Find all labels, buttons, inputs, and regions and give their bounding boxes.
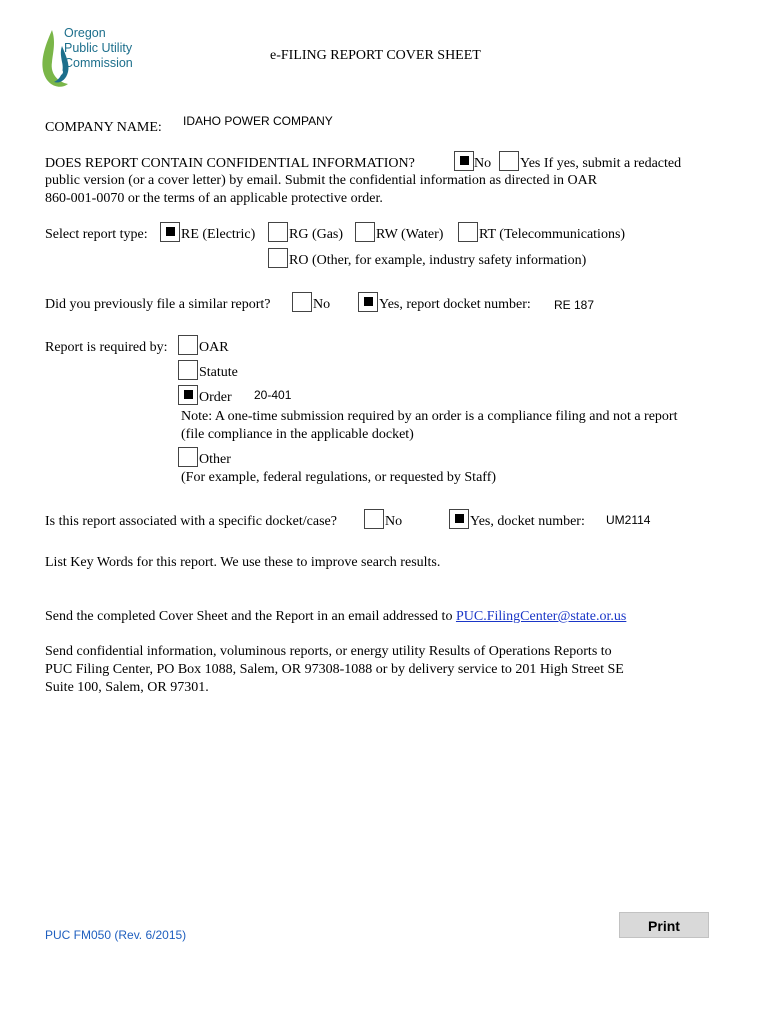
- required-order-note-line-2: (file compliance in the applicable docke…: [181, 427, 414, 442]
- company-name-label: COMPANY NAME:: [45, 120, 162, 135]
- confidential-instructions-line-2: public version (or a cover letter) by em…: [45, 173, 598, 188]
- confidential-no-checkbox[interactable]: [454, 151, 474, 171]
- required-other-note: (For example, federal regulations, or re…: [181, 470, 497, 485]
- send-instructions-text: Send the completed Cover Sheet and the R…: [45, 609, 453, 624]
- confidential-mail-line-1: Send confidential information, voluminou…: [45, 644, 612, 659]
- report-type-rg-label: RG (Gas): [289, 227, 344, 242]
- logo-line-2: Public Utility: [64, 41, 133, 55]
- associated-docket-field[interactable]: UM2114: [606, 513, 651, 527]
- associated-no-checkbox[interactable]: [364, 509, 384, 529]
- confidential-mail-line-3: Suite 100, Salem, OR 97301.: [45, 680, 209, 695]
- required-order-checkbox[interactable]: [178, 385, 198, 405]
- confidential-yes-checkbox[interactable]: [499, 151, 519, 171]
- puc-logo: Oregon Public Utility Commission: [40, 26, 160, 92]
- send-instructions: Send the completed Cover Sheet and the R…: [45, 609, 626, 625]
- required-statute-label: Statute: [199, 365, 238, 380]
- associated-yes-label: Yes, docket number:: [470, 514, 585, 529]
- required-other-label: Other: [199, 452, 231, 467]
- logo-line-1: Oregon: [64, 26, 106, 40]
- report-type-label: Select report type:: [45, 227, 148, 242]
- previous-report-question: Did you previously file a similar report…: [45, 297, 271, 312]
- report-type-ro-label: RO (Other, for example, industry safety …: [289, 253, 587, 268]
- required-statute-checkbox[interactable]: [178, 360, 198, 380]
- report-type-re-checkbox[interactable]: [160, 222, 180, 242]
- water-drop-icon: [42, 30, 69, 87]
- associated-no-label: No: [385, 514, 403, 529]
- logo-line-3: Commission: [64, 56, 133, 70]
- print-button[interactable]: Print: [619, 912, 709, 938]
- report-type-rt-label: RT (Telecommunications): [479, 227, 626, 242]
- report-type-rw-label: RW (Water): [376, 227, 444, 242]
- required-order-note-line-1: Note: A one-time submission required by …: [181, 409, 678, 424]
- confidential-question: DOES REPORT CONTAIN CONFIDENTIAL INFORMA…: [45, 156, 415, 171]
- page-title: e-FILING REPORT COVER SHEET: [270, 48, 481, 63]
- required-order-label: Order: [199, 390, 232, 405]
- confidential-instructions-line-3: 860-001-0070 or the terms of an applicab…: [45, 191, 383, 206]
- previous-yes-label: Yes, report docket number:: [379, 297, 531, 312]
- report-type-ro-checkbox[interactable]: [268, 248, 288, 268]
- form-number-footer: PUC FM050 (Rev. 6/2015): [45, 928, 187, 942]
- email-link[interactable]: PUC.FilingCenter@state.or.us: [455, 609, 627, 624]
- confidential-yes-label: Yes If yes, submit a redacted: [520, 156, 682, 171]
- required-by-label: Report is required by:: [45, 340, 168, 355]
- report-type-rt-checkbox[interactable]: [458, 222, 478, 242]
- keywords-label: List Key Words for this report. We use t…: [45, 555, 441, 570]
- previous-yes-checkbox[interactable]: [358, 292, 378, 312]
- required-other-checkbox[interactable]: [178, 447, 198, 467]
- confidential-mail-line-2: PUC Filing Center, PO Box 1088, Salem, O…: [45, 662, 624, 677]
- report-type-re-label: RE (Electric): [181, 227, 256, 242]
- previous-no-checkbox[interactable]: [292, 292, 312, 312]
- confidential-no-label: No: [474, 156, 492, 171]
- company-name-field[interactable]: IDAHO POWER COMPANY: [183, 114, 333, 128]
- previous-docket-field[interactable]: RE 187: [554, 298, 595, 312]
- report-type-rg-checkbox[interactable]: [268, 222, 288, 242]
- required-oar-checkbox[interactable]: [178, 335, 198, 355]
- report-type-rw-checkbox[interactable]: [355, 222, 375, 242]
- required-oar-label: OAR: [199, 340, 229, 355]
- previous-no-label: No: [313, 297, 331, 312]
- required-order-number-field[interactable]: 20-401: [254, 388, 292, 402]
- associated-docket-question: Is this report associated with a specifi…: [45, 514, 337, 529]
- associated-yes-checkbox[interactable]: [449, 509, 469, 529]
